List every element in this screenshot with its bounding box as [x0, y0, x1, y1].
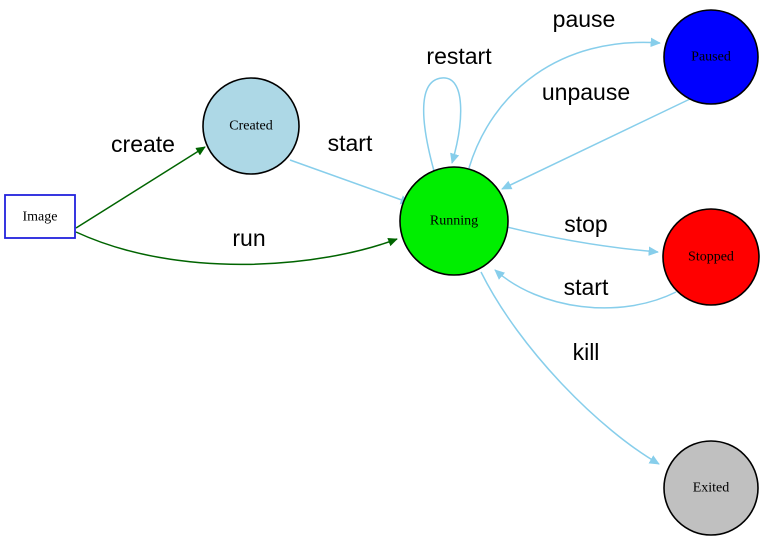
edge-create-path: [75, 146, 206, 229]
edge-pause[interactable]: pause: [468, 6, 661, 169]
node-paused-circle: [663, 9, 759, 105]
edge-start-created-to-running[interactable]: start: [289, 130, 411, 205]
edge-label-pause: pause: [553, 6, 616, 32]
edge-label-restart: restart: [426, 43, 492, 69]
edge-label-start-created: start: [328, 130, 373, 156]
edge-label-create: create: [111, 131, 175, 157]
edge-label-kill: kill: [573, 339, 600, 365]
edge-stop[interactable]: stop: [506, 211, 659, 256]
edge-label-run: run: [232, 225, 265, 251]
node-paused[interactable]: Paused: [663, 9, 759, 105]
node-image-rect: [4, 194, 76, 239]
node-stopped-circle: [662, 208, 760, 306]
edge-kill-path: [480, 271, 660, 465]
edge-unpause-path: [501, 98, 691, 190]
edge-kill[interactable]: kill: [480, 271, 660, 465]
edge-run-path: [75, 231, 398, 266]
edge-unpause[interactable]: unpause: [501, 79, 691, 190]
edge-start-stopped-to-running[interactable]: start: [494, 269, 677, 309]
node-exited[interactable]: Exited: [663, 440, 759, 536]
node-created[interactable]: Created: [202, 77, 300, 175]
edge-restart-path: [422, 77, 462, 172]
node-running[interactable]: Running: [399, 166, 509, 276]
edge-create[interactable]: create: [75, 131, 206, 229]
node-created-circle: [202, 77, 300, 175]
node-image[interactable]: Image: [4, 194, 76, 239]
edge-stop-path: [506, 226, 659, 256]
node-running-circle: [399, 166, 509, 276]
node-exited-circle: [663, 440, 759, 536]
edge-label-stop: stop: [564, 211, 607, 237]
edge-pause-path: [468, 37, 661, 169]
edge-run[interactable]: run: [75, 225, 398, 266]
edge-start-created-path: [289, 159, 411, 205]
edge-label-start-stopped: start: [564, 274, 609, 300]
edge-label-unpause: unpause: [542, 79, 630, 105]
node-stopped[interactable]: Stopped: [662, 208, 760, 306]
edge-start-stopped-path: [494, 269, 677, 309]
edge-restart-self-loop[interactable]: restart: [422, 43, 493, 172]
